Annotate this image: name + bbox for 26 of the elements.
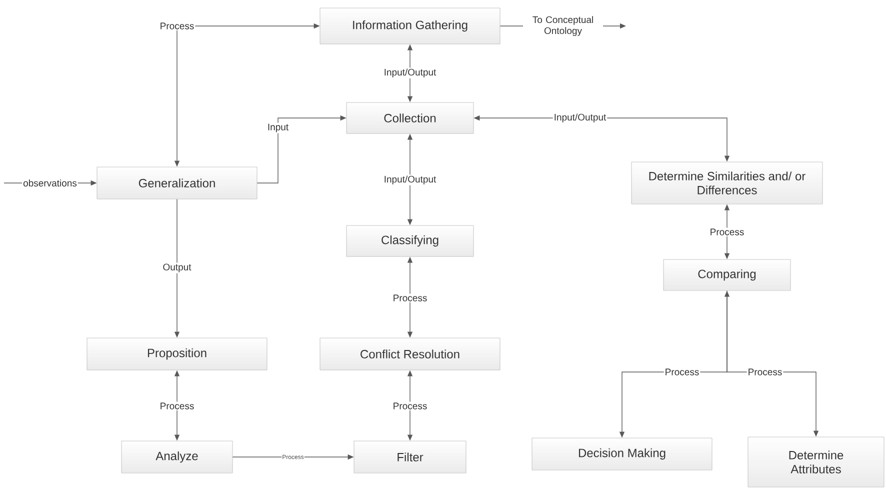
- process-box: Collection: [346, 102, 474, 134]
- process-box: Determine Similarities and/ or Differences: [631, 162, 823, 204]
- process-box: Proposition: [86, 338, 268, 370]
- process-box: Comparing: [663, 259, 791, 291]
- process-box: Information Gathering: [320, 8, 500, 44]
- edge-label: Output: [162, 262, 192, 274]
- process-box: Determine Attributes: [748, 436, 884, 488]
- edge-label: Process: [392, 294, 428, 302]
- edge-label: observations: [22, 178, 78, 188]
- edge-label: Input/Output: [382, 68, 438, 78]
- edge-label: Input: [266, 122, 290, 134]
- process-box: Analyze: [121, 440, 233, 474]
- process-box: Generalization: [96, 166, 258, 200]
- process-box: Filter: [354, 440, 466, 474]
- edge-label: Process: [708, 228, 746, 236]
- edge-label: Input/Output: [382, 174, 438, 186]
- edge-label: Process: [664, 368, 700, 376]
- edge-label: Process: [158, 402, 196, 410]
- edge-label: Process: [746, 368, 784, 376]
- process-box: Classifying: [346, 225, 474, 257]
- edge-label: Input/Output: [552, 112, 608, 124]
- process-box: Decision Making: [532, 438, 712, 470]
- edge-label: Process: [392, 402, 428, 410]
- edge-label: Process: [158, 22, 196, 30]
- process-box: Conflict Resolution: [320, 338, 500, 370]
- edge-label: To Conceptual Ontology: [523, 15, 603, 37]
